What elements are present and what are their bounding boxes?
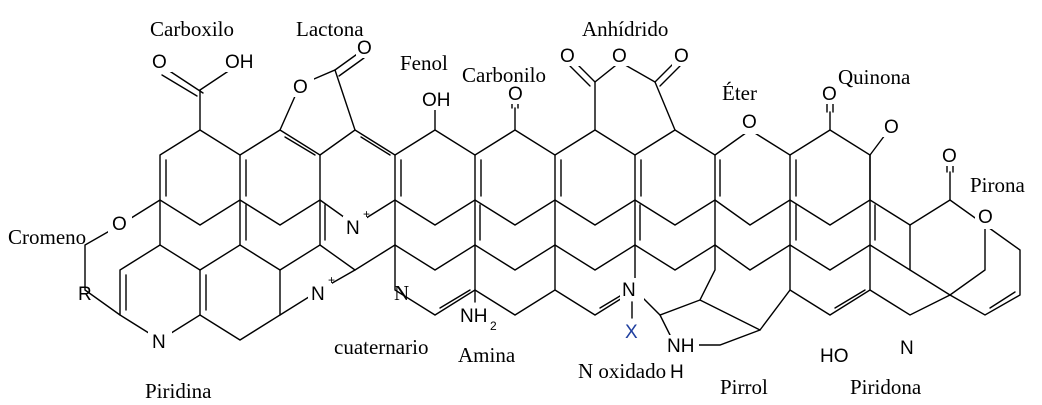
oxidized-nitrogen: N (622, 280, 636, 301)
label-n-cuaternario-line1: N (394, 281, 409, 305)
label-pirrol: Pirrol (720, 375, 768, 399)
r-group: R (78, 284, 92, 305)
atom-labels: O OH O O OH O O O O O O O O O (78, 36, 999, 383)
label-lactona: Lactona (296, 17, 364, 41)
pyridone-hydroxyl: HO (820, 346, 849, 367)
anhydride-carbonyl-oxygen-left: O (560, 46, 575, 67)
double-bonds (125, 51, 1016, 311)
label-quinona: Quinona (838, 65, 911, 89)
quinone-oxygen-2: O (884, 117, 899, 138)
pyridine-nitrogen: N (152, 332, 166, 353)
lactone-carbonyl-oxygen: O (357, 38, 372, 59)
amine-subscript: 2 (490, 319, 497, 333)
positive-charge-1: + (363, 207, 370, 221)
amine-nh: NH (460, 306, 487, 327)
anhydride-bridge-oxygen: O (612, 46, 627, 67)
carboxyl-hydroxyl: OH (225, 52, 254, 73)
label-cromeno: Cromeno (8, 225, 86, 249)
pyridone-nitrogen: N (900, 338, 914, 359)
pyrrole-hydrogen: H (670, 362, 684, 383)
label-amina: Amina (458, 343, 516, 367)
positive-charge-2: + (328, 273, 335, 287)
lactone-ring-oxygen: O (293, 77, 308, 98)
pyrrole-nh: NH (667, 336, 694, 357)
carboxyl-oxygen: O (152, 52, 167, 73)
quaternary-nitrogen-2: N (311, 284, 325, 305)
pyrone-ring-oxygen: O (978, 207, 993, 228)
anhydride-carbonyl-oxygen-right: O (674, 46, 689, 67)
label-eter: Éter (722, 81, 757, 105)
phenol-hydroxyl: OH (422, 90, 451, 111)
label-fenol: Fenol (400, 51, 448, 75)
label-carbonilo: Carbonilo (462, 63, 546, 87)
x-group: X (625, 322, 638, 343)
label-anhidrido: Anhídrido (582, 17, 668, 41)
carbonyl-oxygen: O (508, 84, 523, 105)
label-n-cuaternario-line2: cuaternario (334, 335, 428, 359)
chromene-oxygen: O (112, 214, 127, 235)
molecular-skeleton (84, 61, 1021, 346)
label-pirona: Pirona (970, 173, 1026, 197)
quinone-oxygen-1: O (822, 84, 837, 105)
pyrone-carbonyl-oxygen: O (942, 146, 957, 167)
ether-oxygen: O (742, 112, 757, 133)
label-piridina: Piridina (145, 379, 212, 403)
label-piridona: Piridona (850, 375, 922, 399)
quaternary-nitrogen-1: N (346, 218, 360, 239)
functional-group-labels: Carboxilo Lactona Fenol Carbonilo Anhídr… (8, 17, 1026, 403)
label-carboxilo: Carboxilo (150, 17, 234, 41)
label-n-oxidado: N oxidado (578, 359, 666, 383)
